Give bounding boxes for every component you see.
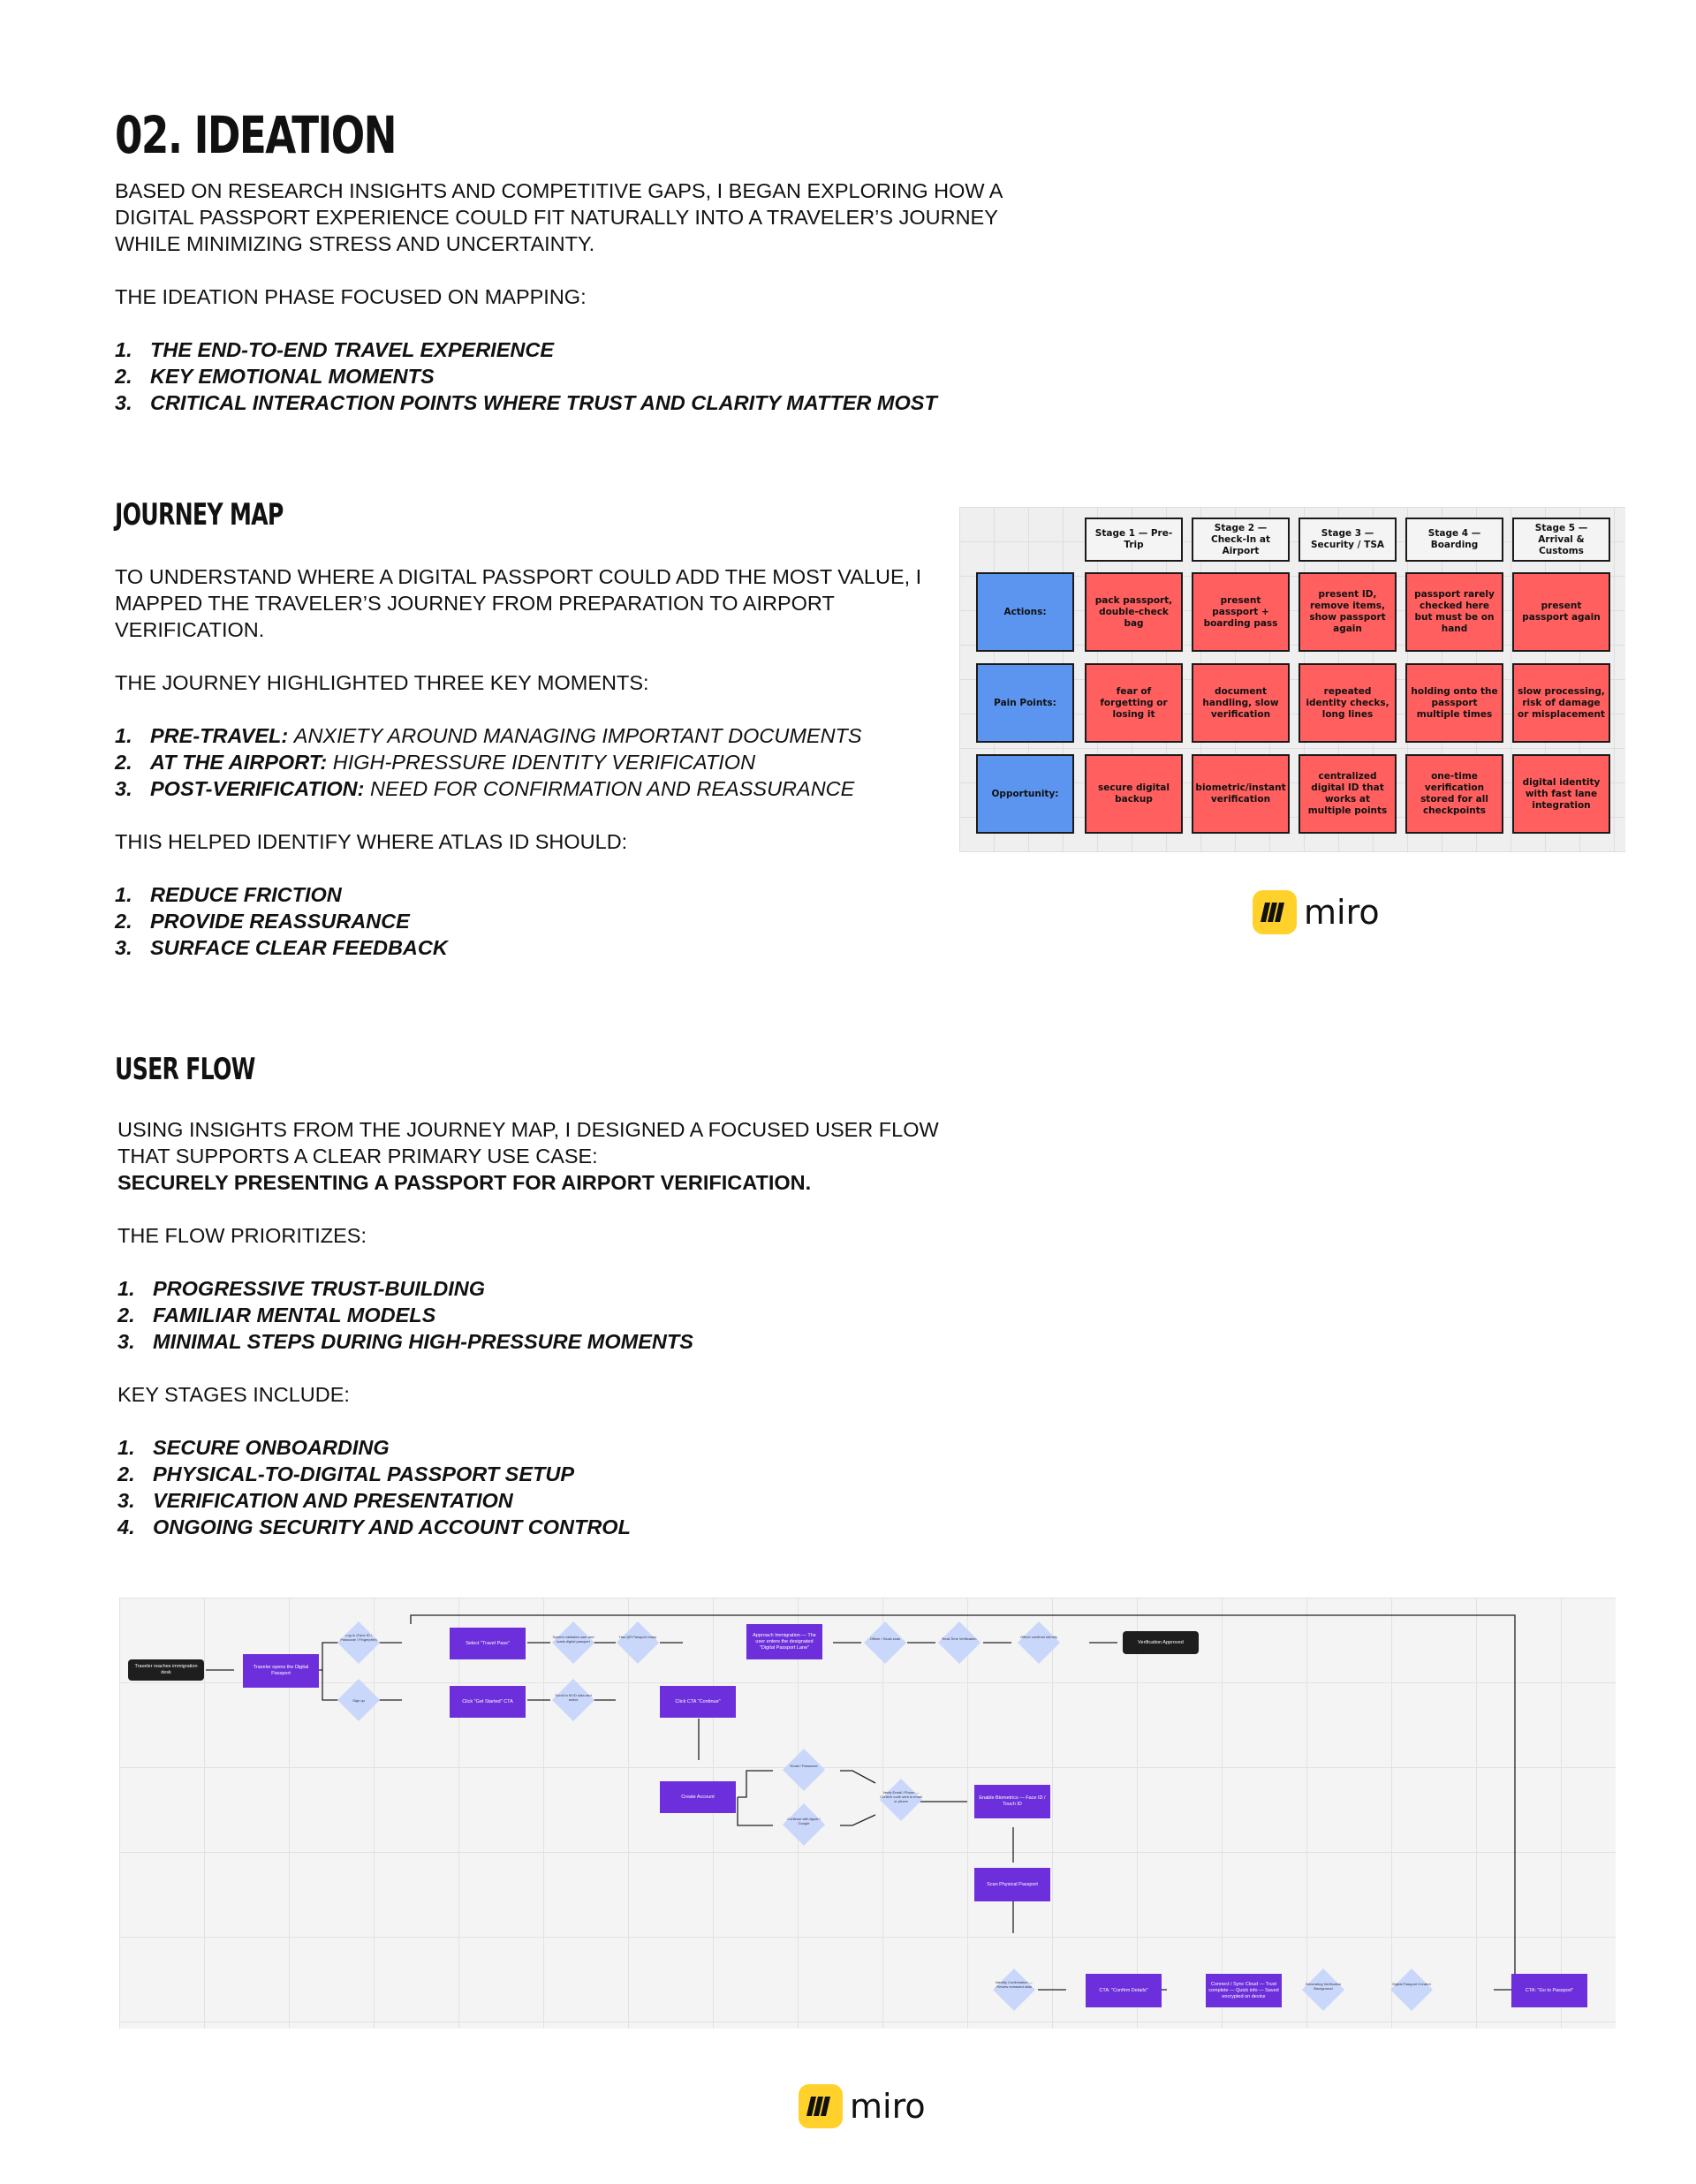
list-item: 2.FAMILIAR MENTAL MODELS <box>117 1304 436 1326</box>
miro-logo: miro <box>799 2082 931 2130</box>
flow-decision-label: Has QR Passport ready <box>618 1635 657 1639</box>
list-item: 1.SECURE ONBOARDING <box>117 1436 390 1459</box>
journey-cell: present passport again <box>1512 572 1610 652</box>
journey-lead: THE JOURNEY HIGHLIGHTED THREE KEY MOMENT… <box>115 671 649 694</box>
journey-cell: centralized digital ID that works at mul… <box>1298 754 1397 834</box>
row-label: Opportunity: <box>976 754 1074 834</box>
user-flow-board: Traveler reaches immigration desk Travel… <box>119 1598 1616 2029</box>
list-item: 3.VERIFICATION AND PRESENTATION <box>117 1489 513 1512</box>
flow-body: USING INSIGHTS FROM THE JOURNEY MAP, I D… <box>117 1116 965 1540</box>
flow-node: Create Account <box>660 1781 736 1813</box>
journey-cell: repeated identity checks, long lines <box>1298 663 1397 743</box>
flow-end: Verification Approved <box>1123 1631 1199 1654</box>
ideation-body: BASED ON RESEARCH INSIGHTS AND COMPETITI… <box>115 178 1016 416</box>
flow-decision-label: Log In (Face ID / Passcode / Fingerprint… <box>340 1633 377 1642</box>
stage-header: Stage 4 — Boarding <box>1405 518 1503 562</box>
flow-decision-label: Generating Verification Background <box>1305 1982 1342 1991</box>
journey-cell: slow processing, risk of damage or mispl… <box>1512 663 1610 743</box>
list-item: 2.KEY EMOTIONAL MOMENTS <box>115 365 435 388</box>
section-title-user-flow: USER FLOW <box>115 1052 255 1087</box>
flow-stages: 1.SECURE ONBOARDING 2.PHYSICAL-TO-DIGITA… <box>117 1434 965 1540</box>
journey-intro: TO UNDERSTAND WHERE A DIGITAL PASSPORT C… <box>115 565 922 641</box>
journey-moments: 1.PRE-TRAVEL: ANXIETY AROUND MANAGING IM… <box>115 722 936 802</box>
journey-body: TO UNDERSTAND WHERE A DIGITAL PASSPORT C… <box>115 563 936 961</box>
flow-node: Click CTA "Continue" <box>660 1686 736 1718</box>
ideation-intro: BASED ON RESEARCH INSIGHTS AND COMPETITI… <box>115 179 1003 255</box>
list-item: 3.MINIMAL STEPS DURING HIGH-PRESSURE MOM… <box>117 1330 693 1353</box>
journey-cell: present passport + boarding pass <box>1192 572 1290 652</box>
flow-node: Click "Get Started" CTA <box>450 1686 526 1718</box>
list-item: 3.CRITICAL INTERACTION POINTS WHERE TRUS… <box>115 391 937 414</box>
stage-header: Stage 2 — Check-In at Airport <box>1192 518 1290 562</box>
miro-logo-text: miro <box>850 2087 926 2126</box>
journey-cell: pack passport, double-check bag <box>1085 572 1183 652</box>
flow-decision-label: Officer / Kiosk scan <box>869 1636 901 1641</box>
stage-header: Stage 3 — Security / TSA <box>1298 518 1397 562</box>
list-item: 1.PRE-TRAVEL: ANXIETY AROUND MANAGING IM… <box>115 724 862 747</box>
journey-cell: passport rarely checked here but must be… <box>1405 572 1503 652</box>
flow-node: Scan Physical Passport <box>974 1868 1050 1901</box>
journey-cell: fear of forgetting or losing it <box>1085 663 1183 743</box>
flow-decision-label: Real-Time Verification <box>942 1636 977 1641</box>
journey-cell: document handling, slow verification <box>1192 663 1290 743</box>
flow-decision-label: Officer confirms identity <box>1020 1635 1057 1639</box>
miro-logo-icon <box>1253 890 1297 934</box>
stage-header: Stage 1 — Pre-Trip <box>1085 518 1183 562</box>
flow-decision-label: Continue with Apple / Google <box>787 1817 821 1825</box>
journey-cell: digital identity with fast lane integrat… <box>1512 754 1610 834</box>
flow-start: Traveler reaches immigration desk <box>128 1659 204 1681</box>
journey-goals: 1.REDUCE FRICTION 2.PROVIDE REASSURANCE … <box>115 881 936 961</box>
flow-priorities: 1.PROGRESSIVE TRUST-BUILDING 2.FAMILIAR … <box>117 1275 965 1355</box>
flow-lead: THE FLOW PRIORITIZES: <box>117 1224 367 1247</box>
flow-lead2: KEY STAGES INCLUDE: <box>117 1383 350 1406</box>
flow-node: Connect / Sync Cloud — Trust complete — … <box>1206 1974 1282 2007</box>
flow-connectors <box>206 1614 1516 1991</box>
flow-node: CTA: "Go to Passport" <box>1511 1974 1587 2007</box>
list-item: 1.THE END-TO-END TRAVEL EXPERIENCE <box>115 338 554 361</box>
ideation-lead: THE IDEATION PHASE FOCUSED ON MAPPING: <box>115 285 587 308</box>
journey-cell: present ID, remove items, show passport … <box>1298 572 1397 652</box>
journey-map-board: Stage 1 — Pre-Trip Stage 2 — Check-In at… <box>959 507 1625 852</box>
section-title-journey-map: JOURNEY MAP <box>115 497 284 533</box>
flow-emphasis: SECURELY PRESENTING A PASSPORT FOR AIRPO… <box>117 1171 812 1194</box>
list-item: 1.REDUCE FRICTION <box>115 883 342 906</box>
flow-decision-label: Email / Password <box>790 1764 818 1768</box>
flow-decision-label: System validates user and loads digital … <box>552 1635 594 1644</box>
stage-header: Stage 5 — Arrival & Customs <box>1512 518 1610 562</box>
flow-decision-label: Sign up <box>352 1698 365 1703</box>
flow-node: Approach Immigration — The user enters t… <box>746 1624 822 1659</box>
list-item: 2.AT THE AIRPORT: HIGH-PRESSURE IDENTITY… <box>115 751 756 774</box>
journey-cell: secure digital backup <box>1085 754 1183 834</box>
flow-intro: USING INSIGHTS FROM THE JOURNEY MAP, I D… <box>117 1118 939 1168</box>
flow-decision-label: Identity Confirmation — Review extracted… <box>996 1980 1033 1989</box>
ideation-list: 1.THE END-TO-END TRAVEL EXPERIENCE 2.KEY… <box>115 336 1016 416</box>
journey-cell: holding onto the passport multiple times <box>1405 663 1503 743</box>
flow-decision-label: Verify Email / Phone — Confirm code sent… <box>880 1790 922 1803</box>
row-label: Pain Points: <box>976 663 1074 743</box>
row-label: Actions: <box>976 572 1074 652</box>
journey-lead2: THIS HELPED IDENTIFY WHERE ATLAS ID SHOU… <box>115 830 628 853</box>
list-item: 4.ONGOING SECURITY AND ACCOUNT CONTROL <box>117 1515 631 1538</box>
flow-node: Traveler opens the Digital Passport <box>243 1654 319 1688</box>
section-title-ideation: 02. IDEATION <box>115 105 398 165</box>
flow-node: Enable Biometrics — Face ID / Touch ID <box>974 1785 1050 1818</box>
flow-decision-label: Digital Passport Created <box>1392 1982 1431 1986</box>
flow-node: CTA: "Confirm Details" <box>1086 1974 1162 2007</box>
list-item: 2.PHYSICAL-TO-DIGITAL PASSPORT SETUP <box>117 1462 575 1485</box>
list-item: 3.POST-VERIFICATION: NEED FOR CONFIRMATI… <box>115 777 855 800</box>
list-item: 3.SURFACE CLEAR FEEDBACK <box>115 936 448 959</box>
miro-logo-icon <box>799 2084 843 2128</box>
flow-decision-label: Scroll to fill ID data and select <box>555 1693 592 1702</box>
journey-cell: biometric/instant verification <box>1192 754 1290 834</box>
miro-logo: miro <box>1253 888 1385 936</box>
list-item: 1.PROGRESSIVE TRUST-BUILDING <box>117 1277 486 1300</box>
miro-logo-text: miro <box>1304 893 1380 932</box>
journey-cell: one-time verification stored for all che… <box>1405 754 1503 834</box>
flow-node: Select "Travel Pass" <box>450 1628 526 1659</box>
list-item: 2.PROVIDE REASSURANCE <box>115 910 410 933</box>
